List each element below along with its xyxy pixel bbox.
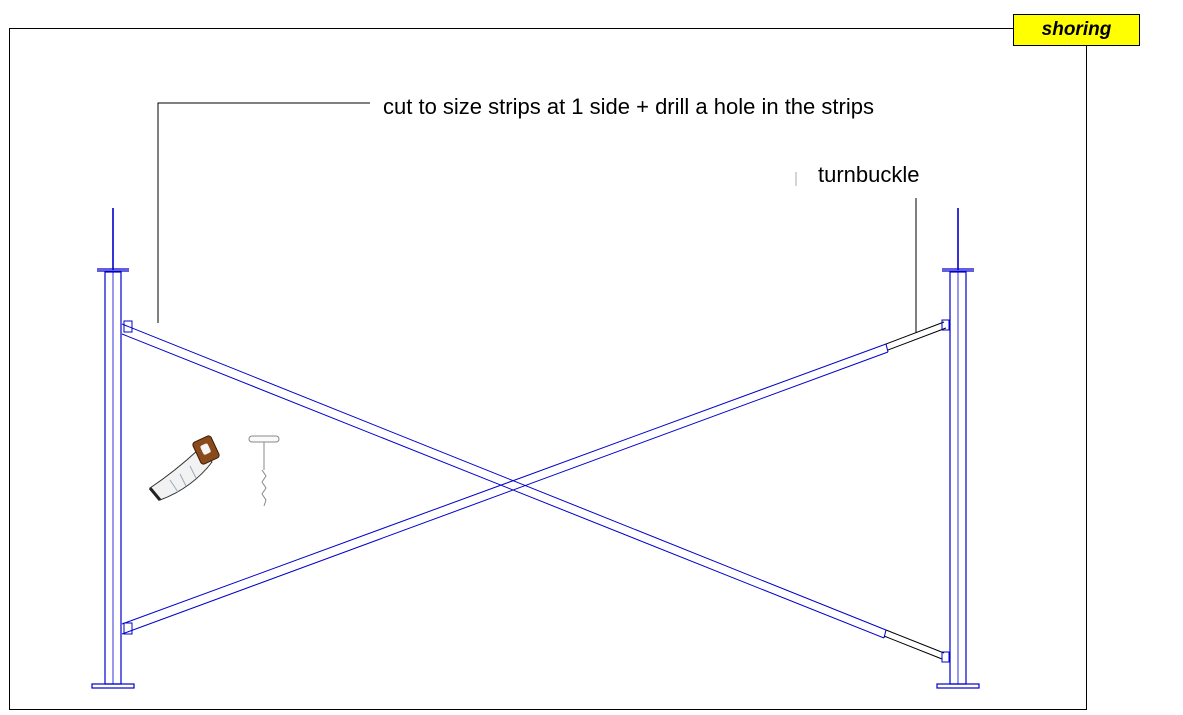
brace-top-left-to-bottom-right	[121, 320, 950, 663]
turnbuckle-annotation: turnbuckle	[818, 162, 920, 187]
saw-icon	[148, 435, 220, 501]
drawing-frame	[9, 28, 1087, 710]
right-prop	[936, 208, 980, 689]
left-prop	[91, 208, 135, 689]
drill-bit-icon	[248, 435, 280, 507]
cut-label-leader	[157, 102, 370, 323]
shoring-tag: shoring	[1013, 14, 1140, 46]
brace-bottom-left-to-top-right	[121, 319, 950, 635]
cut-strips-annotation: cut to size strips at 1 side + drill a h…	[383, 94, 874, 119]
